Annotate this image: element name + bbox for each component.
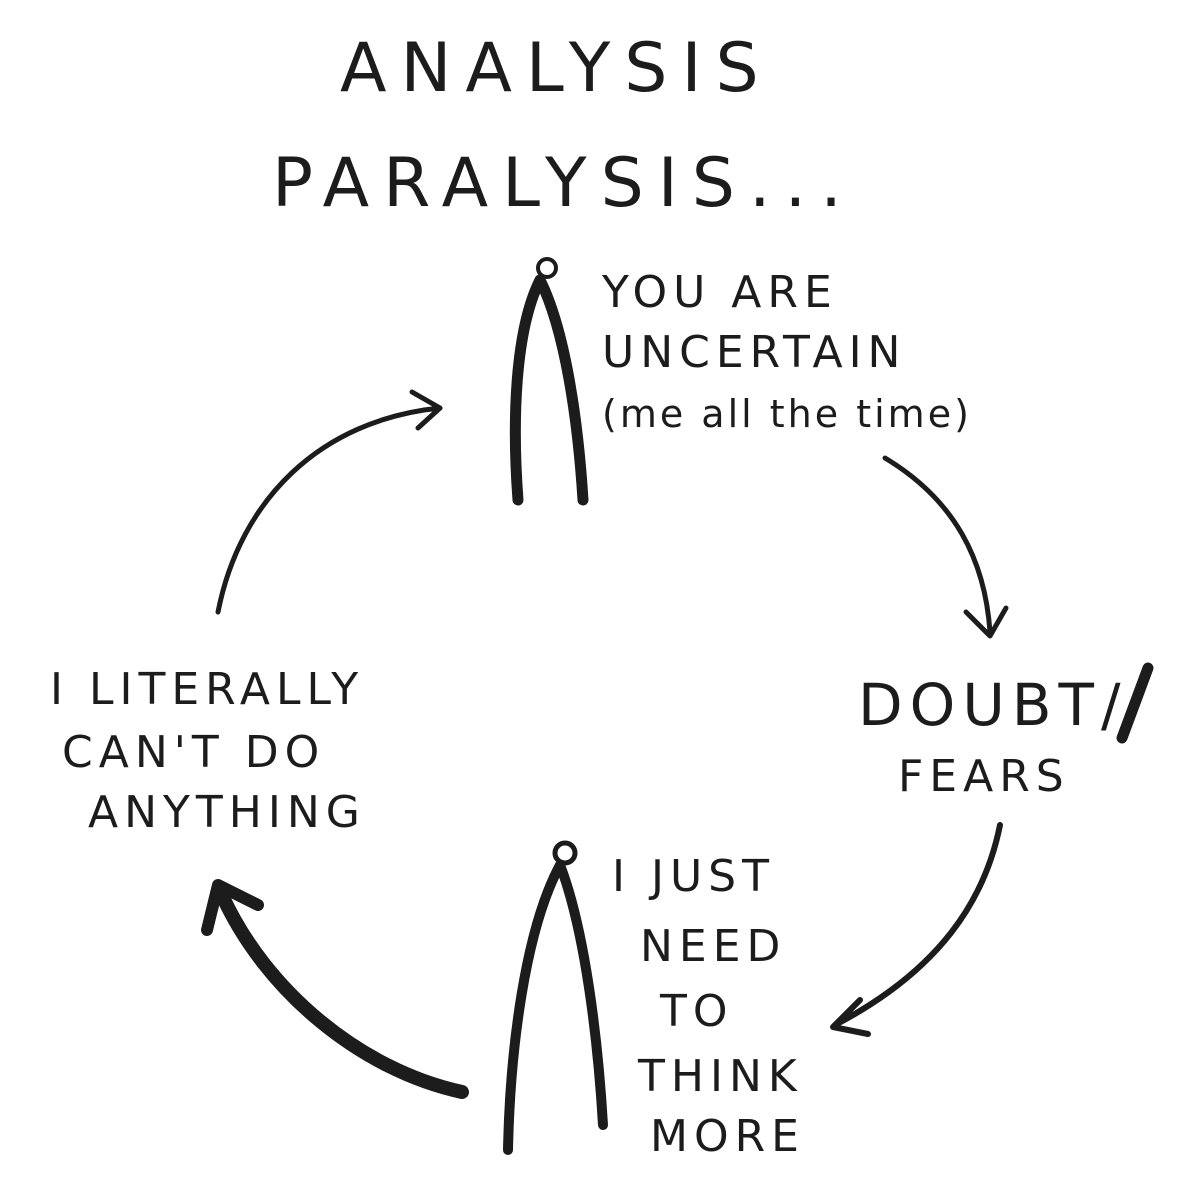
title-line-1: ANALYSIS [340, 29, 773, 108]
step-uncertain-line-3: (me all the time) [602, 392, 972, 436]
title-line-2: PARALYSIS... [272, 144, 856, 223]
arrow-uncertain-to-doubt [882, 455, 1009, 639]
step-doubt-line-2: FEARS [898, 751, 1070, 802]
arrow-cant-to-uncertain [215, 389, 443, 615]
figure-top [509, 257, 589, 506]
step-think-line-3: TO [660, 986, 734, 1037]
step-uncertain-line-2: UNCERTAIN [602, 327, 907, 378]
step-think-line-2: NEED [640, 921, 787, 972]
step-cant-line-2: CAN'T DO [62, 727, 326, 778]
step-uncertain-line-1: YOU ARE [602, 267, 838, 318]
step-cant-line-3: ANYTHING [88, 787, 366, 838]
step-think-line-5: MORE [650, 1111, 805, 1162]
figure-bottom [503, 840, 608, 1155]
step-cant-line-1: I LITERALLY [50, 664, 365, 715]
step-think-line-1: I JUST [612, 851, 775, 902]
step-think-line-4: THINK [638, 1051, 803, 1102]
arrow-doubt-to-think [830, 822, 1003, 1037]
step-doubt-line-1: DOUBT/ [858, 671, 1128, 739]
arrow-think-to-cant [201, 879, 469, 1099]
doubt-slash-mark [1116, 662, 1154, 744]
title-block-2: PARALYSIS... [272, 140, 856, 228]
title-block: ANALYSIS [340, 25, 773, 113]
